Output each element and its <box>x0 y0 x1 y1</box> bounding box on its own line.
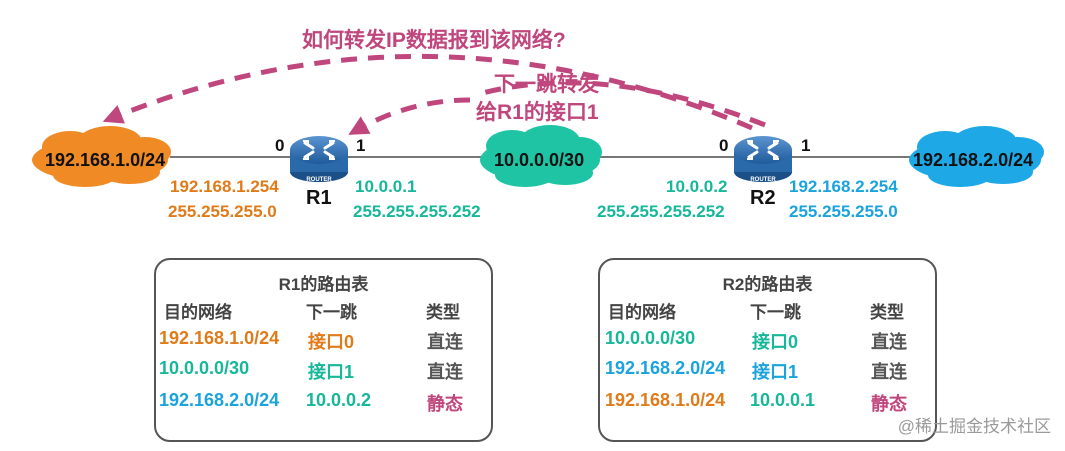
r2-if1-mask: 255.255.255.0 <box>789 202 898 221</box>
r1-if0-mask: 255.255.255.0 <box>168 202 277 221</box>
table-row-type: 直连 <box>871 362 907 382</box>
table-row-destination: 192.168.1.0/24 <box>605 390 726 410</box>
table-row-next-hop: 10.0.0.2 <box>306 390 372 410</box>
next-hop-note-line2: 给R1的接口1 <box>476 101 599 124</box>
table-header-type: 类型 <box>426 303 460 322</box>
cloud-icon-middle <box>480 125 602 187</box>
cloud-icon-right <box>909 126 1044 187</box>
r1-port1: 1 <box>356 136 366 155</box>
table-row-destination: 10.0.0.0/30 <box>605 328 696 348</box>
router-icon-r2: ROUTER <box>734 136 792 183</box>
r1-if0-ip: 192.168.1.254 <box>170 177 279 196</box>
table-row-destination: 192.168.2.0/24 <box>605 358 726 378</box>
r2-if0-mask: 255.255.255.252 <box>597 202 725 221</box>
r2-port0: 0 <box>719 136 729 155</box>
table-row-next-hop: 接口1 <box>752 362 799 382</box>
routing-table-title: R1的路由表 <box>278 275 369 294</box>
table-header-next-hop: 下一跳 <box>306 303 357 322</box>
r2-port1: 1 <box>801 136 811 155</box>
table-row-next-hop: 接口1 <box>308 362 355 382</box>
router-name-r2: R2 <box>750 187 776 209</box>
dashed-arrow-icon-next-hop <box>348 97 471 135</box>
r1-if1-ip: 10.0.0.1 <box>355 177 417 196</box>
table-row-type: 静态 <box>871 394 907 414</box>
table-header-type: 类型 <box>870 303 904 322</box>
table-row-type: 直连 <box>427 362 463 382</box>
r1-if1-mask: 255.255.255.252 <box>353 202 481 221</box>
table-row-type: 直连 <box>871 332 907 352</box>
r2-if0-ip: 10.0.0.2 <box>666 177 728 196</box>
table-row-next-hop: 接口0 <box>752 332 799 352</box>
table-row-type: 直连 <box>427 332 463 352</box>
routing-table-r2: R2的路由表 目的网络 下一跳 类型 10.0.0.0/30 接口0 直连 19… <box>598 258 937 442</box>
router-icon-r1: ROUTER <box>290 136 348 183</box>
table-row-destination: 192.168.1.0/24 <box>159 328 280 348</box>
table-row-type: 静态 <box>427 394 463 414</box>
routing-table-r1: R1的路由表 目的网络 下一跳 类型 192.168.1.0/24 接口0 直连… <box>154 258 493 442</box>
router-name-r1: R1 <box>306 187 332 209</box>
table-row-next-hop: 接口0 <box>308 332 355 352</box>
router-badge-r2: ROUTER <box>750 177 776 183</box>
cloud-icon-left <box>32 126 171 187</box>
router-badge-r1: ROUTER <box>306 177 332 183</box>
table-row-destination: 192.168.2.0/24 <box>159 390 280 410</box>
network-label-right: 192.168.2.0/24 <box>913 150 1034 170</box>
r2-if1-ip: 192.168.2.254 <box>789 177 898 196</box>
network-label-middle: 10.0.0.0/30 <box>494 150 585 170</box>
watermark: @稀土掘金技术社区 <box>897 417 1051 436</box>
routing-table-title: R2的路由表 <box>722 275 813 294</box>
r1-port0: 0 <box>275 136 285 155</box>
table-row-destination: 10.0.0.0/30 <box>159 358 250 378</box>
table-header-destination: 目的网络 <box>164 303 232 322</box>
network-label-left: 192.168.1.0/24 <box>45 150 166 170</box>
next-hop-note-line1: 下一跳转发 <box>494 73 599 96</box>
table-header-next-hop: 下一跳 <box>750 303 801 322</box>
table-row-next-hop: 10.0.0.1 <box>750 390 816 410</box>
question-label: 如何转发IP数据报到该网络? <box>302 29 566 52</box>
table-header-destination: 目的网络 <box>608 303 676 322</box>
